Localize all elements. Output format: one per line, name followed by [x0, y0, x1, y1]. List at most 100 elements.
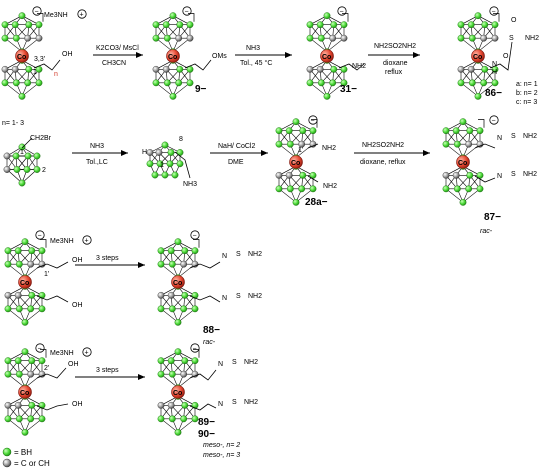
sulfamide2-s-1: S [236, 293, 241, 300]
boron-atom [157, 247, 165, 255]
boron-atom [286, 185, 294, 193]
boron-atom [457, 34, 465, 42]
boron-atom [481, 21, 489, 29]
carbon-atom [180, 370, 188, 378]
row3-labels: Me3NH + − 1' OH OH 3 steps − 88− rac- [35, 230, 220, 346]
cation-r3-circle [82, 235, 92, 245]
boron-atom [481, 65, 489, 73]
alkyl-chain [36, 295, 69, 303]
alkyl-chain [36, 403, 69, 411]
cobalt-atom [15, 49, 29, 63]
boron-atom [453, 185, 461, 193]
nh2-bottom-r2: NH2 [323, 183, 337, 190]
boron-atom [161, 141, 169, 149]
boron-atom [18, 92, 26, 100]
boron-atom [161, 171, 169, 179]
oh-top-r4: OH [68, 361, 79, 368]
steps-r4: 3 steps [96, 367, 119, 374]
compound-28a: 28a− [305, 197, 328, 208]
boron-atom [480, 79, 488, 87]
boron-atom [15, 305, 23, 313]
p1-charge: − [185, 9, 189, 16]
carbon-atom [27, 260, 35, 268]
compound-86-structure: Co [457, 12, 500, 100]
reagent-2: NH3 [246, 45, 260, 52]
r3p-charge-circle [190, 230, 200, 240]
boron-atom [33, 166, 41, 173]
start-row3-structure: Co [4, 238, 47, 326]
cobalt-atom [456, 155, 470, 169]
boron-atom [285, 127, 293, 135]
p1-charge-circle [182, 6, 192, 16]
cobalt-label: Co [322, 54, 331, 61]
cobalt-label: Co [458, 160, 467, 167]
boron-atom [15, 415, 23, 423]
start-row4-structure: Co [4, 348, 47, 436]
carbon-atom [298, 140, 306, 148]
boron-atom [174, 238, 182, 246]
compound-9: 9− [195, 84, 207, 95]
sulfamide2-n-2: N [218, 361, 223, 368]
boron-atom [175, 79, 183, 87]
boron-atom [167, 247, 175, 255]
carbon-atom [1, 65, 9, 73]
pos2-start: 2 [42, 167, 46, 174]
pos1-label: 1 [33, 69, 37, 76]
boron-atom [168, 415, 176, 423]
compound-90: 90− [198, 429, 215, 440]
cation-r4-circle [82, 347, 92, 357]
boron-atom [168, 370, 176, 378]
row2-labels: CH2Br 1 2 NH3 Tol.,LC H 8 1 NH3 NaH/ CoC… [20, 115, 501, 235]
carbon-atom [480, 34, 488, 42]
boron-atom [275, 185, 283, 193]
boron-atom [27, 415, 35, 423]
reagent-r2-1: NH3 [90, 143, 104, 150]
o-label-bottom: O [503, 53, 509, 60]
row4-labels: Me3NH + − 2' OH OH 3 steps − 89− 90− mes… [35, 343, 240, 459]
sulfamide2-nh2-2: NH2 [244, 359, 258, 366]
p2-charge: − [340, 9, 344, 16]
cation-r4-charge: + [85, 350, 89, 357]
carbon-atom [275, 171, 283, 179]
boron-atom [176, 21, 184, 29]
r4s-charge: − [38, 346, 42, 353]
boron-atom [180, 415, 188, 423]
boron-atom [442, 127, 450, 135]
boron-atom [163, 79, 171, 87]
boron-atom [35, 79, 43, 87]
boron-atom [317, 34, 325, 42]
cobalt-label: Co [473, 54, 482, 61]
carbon-atom [467, 65, 475, 73]
pos1-start: 1 [20, 149, 24, 156]
boron-atom [453, 140, 461, 148]
boron-atom [1, 34, 9, 42]
compound-88: 88− [203, 325, 220, 336]
boron-atom [38, 305, 46, 313]
boron-atom [476, 171, 484, 179]
boron-atom [167, 357, 175, 365]
boron-atom [174, 348, 182, 356]
rac-note-87: rac- [480, 228, 493, 235]
boron-atom [306, 21, 314, 29]
boron-atom [38, 357, 46, 365]
solvent-r2-2: DME [228, 159, 244, 166]
boron-atom [309, 127, 317, 135]
boron-atom [474, 92, 482, 100]
steps-r3: 3 steps [96, 255, 119, 262]
compound-31: 31− [340, 84, 357, 95]
boron-atom [24, 79, 32, 87]
carbon-atom [162, 65, 170, 73]
reagent-1: K2CO3/ MsCl [96, 45, 139, 52]
cobalt-label: Co [168, 54, 177, 61]
boron-atom [442, 140, 450, 148]
boron-atom [151, 171, 159, 179]
reagent-r2-2: NaH/ CoCl2 [218, 143, 255, 150]
boron-atom [38, 401, 46, 409]
p2-charge-circle [337, 6, 347, 16]
boron-atom [275, 127, 283, 135]
compound-88-structure: Co [157, 238, 200, 326]
alkyl-chain [307, 143, 319, 149]
oh-label: OH [62, 51, 73, 58]
sulfamide-nh2-0: NH2 [523, 133, 537, 140]
